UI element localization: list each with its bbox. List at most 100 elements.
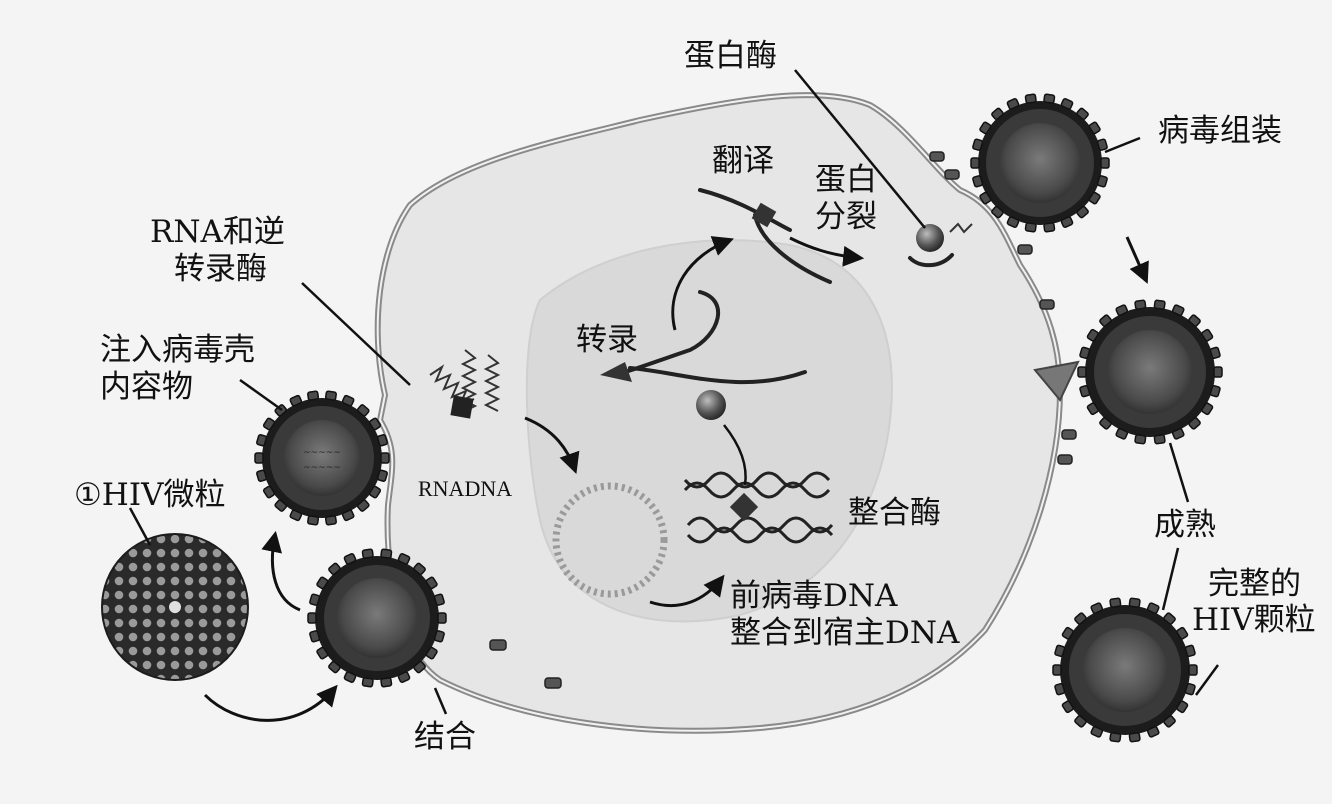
membrane-triangle: [1033, 360, 1080, 402]
virus-spike: [1079, 384, 1091, 398]
virus-spike: [356, 499, 370, 512]
virus-spike: [1176, 700, 1189, 714]
label-integrase: 整合酶: [848, 495, 941, 531]
label-transcription: 转录: [576, 322, 638, 358]
virus-spike: [368, 485, 382, 499]
label-maturation: 成熟: [1154, 507, 1216, 543]
virus-spike: [356, 404, 370, 417]
virus-spike: [1176, 626, 1189, 640]
virus-spike: [1109, 732, 1122, 743]
virus-spike: [1209, 384, 1221, 398]
virus-spike: [328, 660, 341, 674]
virus-spike: [368, 417, 382, 431]
host-dna: [683, 471, 834, 544]
virus-spike: [1052, 664, 1062, 676]
virus-spike: [1006, 216, 1020, 228]
label-provirus-2: 整合到宿主DNA: [730, 615, 960, 651]
virus-spike: [1100, 157, 1110, 169]
virus-spike: [1054, 644, 1066, 658]
virus-spike: [1074, 715, 1087, 728]
virus-spike: [970, 157, 980, 169]
circular-dna: [552, 482, 668, 598]
virus-spike: [254, 452, 264, 464]
virus-spike: [1213, 366, 1223, 378]
nucleus: [525, 239, 893, 623]
virus-spike: [376, 469, 388, 482]
binding-virus: [315, 556, 439, 680]
virus-spike: [1188, 417, 1201, 430]
virus-spike: [1163, 612, 1176, 625]
integrase-ball: [696, 390, 726, 420]
reverse-transcriptase: [450, 395, 474, 419]
virus-spike: [316, 576, 329, 590]
complete-virus: [1060, 605, 1190, 735]
label-hiv-particle: ①HIV微粒: [74, 477, 226, 513]
label-inject-2: 内容物: [100, 369, 193, 405]
virus-spike: [1146, 726, 1160, 738]
virus-spike: [289, 394, 303, 407]
label-protease: 蛋白酶: [684, 38, 777, 74]
virus-spike: [413, 660, 426, 674]
virus-spike: [1153, 299, 1166, 310]
virus-spike: [979, 191, 992, 205]
label-protein-cleavage-2: 分裂: [815, 199, 877, 235]
virus-spike: [1088, 121, 1101, 135]
virus-spike: [1163, 715, 1176, 728]
virus-spike: [1090, 602, 1104, 614]
virus-spike: [1201, 402, 1214, 416]
label-rna-rt-1: RNA和逆: [150, 214, 285, 250]
virus-spike: [1060, 98, 1074, 110]
virus-spike: [341, 509, 355, 522]
virus-spike: [425, 576, 438, 590]
virus-spike: [1079, 346, 1091, 360]
virus-spike: [307, 612, 317, 624]
virus-spike: [380, 452, 390, 464]
label-rnadna: RNADNA: [418, 476, 513, 501]
maturing-virus: [1085, 307, 1215, 437]
label-translation: 翻译: [712, 143, 774, 179]
virus-spike: [1209, 346, 1221, 360]
virus-spike: [1086, 328, 1099, 342]
label-complete-2: HIV颗粒: [1192, 602, 1316, 638]
virus-spike: [1061, 626, 1074, 640]
virus-spike: [262, 417, 276, 431]
virus-spike: [1115, 304, 1129, 316]
virus-spike: [972, 175, 984, 188]
virus-spike: [1201, 328, 1214, 342]
virus-spike: [1096, 175, 1108, 188]
label-inject-1: 注入病毒壳: [100, 332, 255, 368]
virus-spike: [1134, 299, 1147, 310]
integrase-enzyme: [729, 492, 759, 522]
virus-spike: [991, 205, 1004, 219]
virus-spike: [437, 612, 447, 624]
virus-spike: [380, 548, 393, 559]
virus-spike: [328, 562, 341, 576]
virus-spike: [1076, 205, 1089, 219]
virus-spikes: [254, 93, 1223, 743]
virus-spike: [1171, 428, 1185, 440]
membrane-receptors: [489, 151, 1077, 689]
virus-spike: [1153, 434, 1166, 445]
label-protein-cleavage-1: 蛋白: [815, 162, 877, 198]
assembling-virus: [978, 101, 1102, 225]
flow-arrows: [203, 236, 1149, 722]
virus-spike: [1134, 434, 1147, 445]
virus-spike: [1099, 417, 1112, 430]
virus-spike: [1184, 682, 1196, 696]
label-provirus-1: 前病毒DNA: [730, 578, 898, 614]
label-rna-rt-2: 转录酶: [174, 251, 267, 287]
virus-spike: [425, 646, 438, 660]
virus-spike: [1074, 612, 1087, 625]
leader-lines: [128, 69, 1220, 715]
virus-spike: [1188, 314, 1201, 327]
virus-spike: [1043, 93, 1056, 104]
virus-spike: [1024, 222, 1037, 233]
virus-spike: [1188, 664, 1198, 676]
virus-spike: [1096, 138, 1108, 151]
virus-spike: [433, 593, 445, 606]
virus-spike: [361, 548, 374, 559]
mrna: [613, 290, 807, 385]
virus-spike: [361, 677, 374, 688]
label-complete-1: 完整的: [1208, 566, 1301, 602]
virus-spike: [433, 630, 445, 643]
